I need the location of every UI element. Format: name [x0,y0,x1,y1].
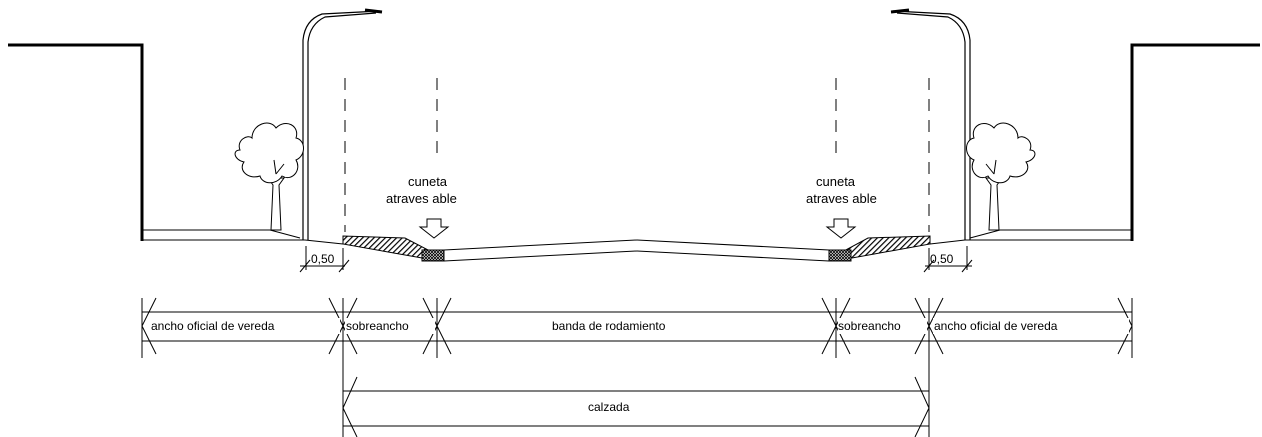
building-left-outline [8,43,144,241]
streetlight-left [302,8,383,240]
dimension-050-right-label: 0,50 [930,252,954,266]
dimension-050-left [299,246,350,273]
sobreancho-left-pavement [342,235,434,259]
cuneta-right-arrow-icon [825,218,857,239]
label-calzada: calzada [588,400,630,414]
cuneta-left-label-line2: atraves able [386,191,457,206]
cuneta-left-label-line1: cuneta [408,174,448,189]
streetlight-right [890,8,971,240]
cuneta-left-block [421,249,445,262]
cuneta-right-label-line2: atraves able [806,191,877,206]
dimension-050-left-label: 0,50 [311,252,335,266]
label-sobreancho-right: sobreancho [838,319,901,333]
cuneta-right-label-line1: cuneta [816,174,856,189]
road-surface [304,239,966,262]
label-banda-de-rodamiento: banda de rodamiento [552,319,666,333]
cuneta-left-arrow-icon [418,218,450,239]
dimension-050-right [923,246,973,273]
dimension-row-upper [141,297,1133,355]
tree-left [234,122,304,231]
tree-right [966,122,1036,231]
dimension-extension-lines [141,298,1133,437]
reference-dashed-lines [344,78,930,232]
building-right-outline [1130,43,1260,241]
label-ancho-oficial-de-vereda-right: ancho oficial de vereda [934,319,1058,333]
sobreancho-right-pavement [840,235,931,259]
label-sobreancho-left: sobreancho [346,319,409,333]
sidewalk-right [965,229,1132,241]
cuneta-right-block [828,249,852,262]
label-ancho-oficial-de-vereda-left: ancho oficial de vereda [151,319,275,333]
sidewalk-left [142,229,305,241]
dimension-row-calzada [342,376,930,437]
